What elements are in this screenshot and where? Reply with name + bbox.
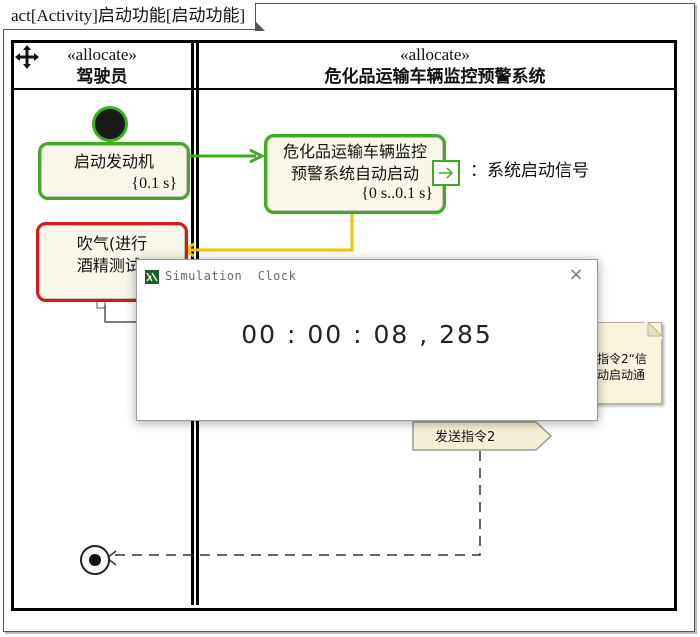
window-titlebar[interactable]: Simulation Clock × — [137, 260, 597, 294]
lane-system-header: «allocate» 危化品运输车辆监控预警系统 — [200, 44, 670, 88]
initial-node[interactable] — [92, 106, 128, 142]
arrowhead-icon — [249, 148, 266, 164]
action-start-engine[interactable]: 启动发动机 {0.1 s} — [38, 142, 190, 200]
note-line-2: 动启动通 — [597, 368, 646, 382]
simulation-clock-window[interactable]: Simulation Clock × 00 : 00 : 08 , 285 — [136, 259, 598, 421]
note-fold-icon — [644, 322, 662, 340]
app-icon — [145, 270, 159, 284]
action-breath-test-label-1: 吹气(进行 — [76, 234, 148, 253]
lane-driver-stereotype: «allocate» — [67, 45, 137, 64]
lane-system-name: 危化品运输车辆监控预警系统 — [324, 67, 546, 87]
frame-title: act[Activity]启动功能[启动功能] — [3, 3, 266, 31]
action-system-start-label-2: 预警系统自动启动 — [290, 164, 419, 183]
pin-arrow-icon — [439, 167, 454, 179]
lane-system-stereotype: «allocate» — [400, 45, 470, 64]
action-system-start-time: {0 s..0.1 s} — [361, 185, 433, 202]
output-pin[interactable] — [432, 160, 460, 186]
note-line-1: 指令2“信 — [597, 352, 647, 366]
swimlane-pool — [11, 40, 677, 611]
clock-readout: 00 : 00 : 08 , 285 — [241, 320, 493, 349]
action-start-engine-label: 启动发动机 — [73, 152, 154, 171]
action-system-start[interactable]: 危化品运输车辆监控 预警系统自动启动 {0 s..0.1 s} — [264, 134, 446, 214]
lane-driver-header: «allocate» 驾驶员 — [14, 44, 190, 88]
window-title: Simulation Clock — [165, 269, 297, 283]
lane-header-separator — [11, 88, 674, 90]
action-breath-test-label-2: 酒精测试) — [76, 256, 148, 275]
flow-system-to-breath — [188, 212, 354, 252]
send-signal-action[interactable] — [412, 421, 552, 451]
final-node[interactable] — [80, 545, 110, 575]
action-start-engine-time: {0.1 s} — [131, 175, 177, 192]
flow-breath-out — [104, 305, 140, 323]
send-signal-label: 发送指令2 — [435, 430, 496, 445]
comment-note[interactable]: 指令2“信 动启动通 — [590, 322, 662, 404]
action-system-start-label-1: 危化品运输车辆监控 — [282, 142, 427, 161]
note-text: 指令2“信 动启动通 — [597, 351, 647, 383]
flow-to-final — [112, 451, 481, 556]
output-pin-label: ：系统启动信号 — [470, 161, 589, 181]
lane-driver-name: 驾驶员 — [76, 67, 128, 87]
close-icon[interactable]: × — [568, 264, 584, 285]
move-icon[interactable] — [14, 44, 40, 70]
